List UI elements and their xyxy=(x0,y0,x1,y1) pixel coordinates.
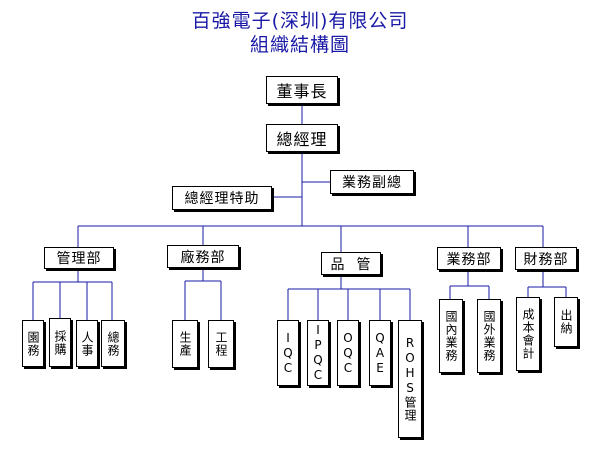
business-dept-node: 業務部 xyxy=(437,247,501,270)
general-manager-node: 總經理 xyxy=(266,124,338,152)
company-name: 百強電子(深圳)有限公司 xyxy=(191,10,409,32)
management-unit-hr: 人事 xyxy=(76,320,98,367)
finance-unit-cashier: 出納 xyxy=(554,297,578,347)
management-dept-node: 管理部 xyxy=(44,247,114,269)
factory-dept-node: 廠務部 xyxy=(167,245,239,268)
vp-business-node: 業務副總 xyxy=(330,170,414,194)
management-unit-general-affairs: 總務 xyxy=(101,320,125,367)
gm-assistant-node: 總經理特助 xyxy=(172,186,272,210)
business-unit-overseas: 國外業務 xyxy=(477,299,501,373)
chairman-node: 董事長 xyxy=(266,76,338,104)
quality-unit-iqc: IQC xyxy=(277,320,299,386)
quality-unit-oqc: OQC xyxy=(337,320,359,386)
finance-dept-node: 財務部 xyxy=(515,247,577,270)
finance-unit-cost-accounting: 成本會計 xyxy=(516,297,540,371)
chart-title: 組織結構圖 xyxy=(249,34,350,56)
quality-unit-rohs: ROHS管理 xyxy=(398,320,422,438)
quality-unit-ipqc: IPQC xyxy=(307,320,329,386)
management-unit-garden: 園務 xyxy=(22,320,44,367)
factory-unit-engineering: 工程 xyxy=(208,320,234,368)
quality-unit-qae: QAE xyxy=(369,320,391,386)
management-unit-purchasing: 採購 xyxy=(49,318,71,367)
factory-unit-production: 生產 xyxy=(172,320,198,368)
quality-dept-node: 品 管 xyxy=(321,252,381,275)
business-unit-domestic: 國內業務 xyxy=(439,299,463,373)
